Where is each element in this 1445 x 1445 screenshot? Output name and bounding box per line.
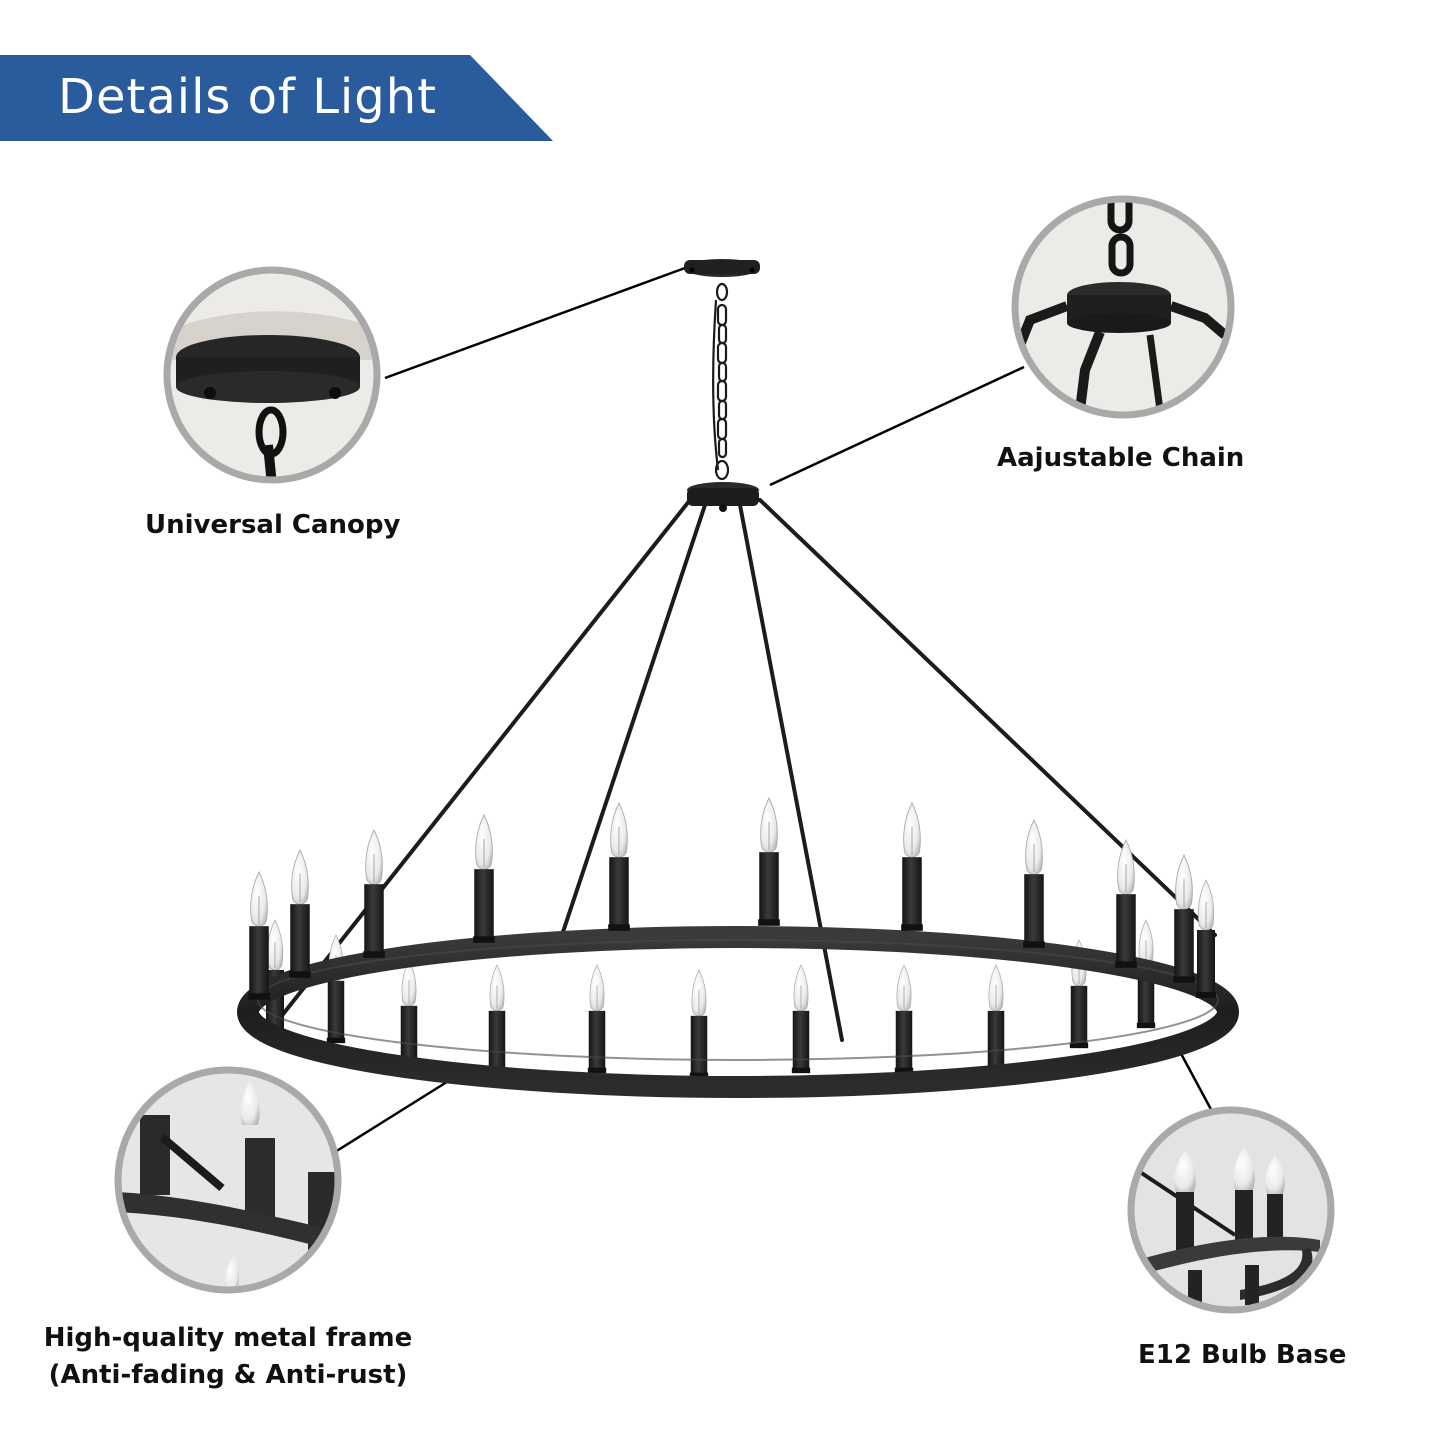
leader-line-chain — [769, 365, 1025, 487]
callout-label-canopy: Universal Canopy — [145, 510, 401, 540]
callout-bulb-image — [1127, 1106, 1335, 1314]
chandelier — [237, 259, 1239, 1098]
leader-line-frame — [334, 1073, 459, 1154]
title-banner — [0, 55, 553, 141]
banner-shape — [0, 55, 553, 141]
callout-frame-image — [114, 1066, 342, 1294]
callout-canopy-image — [163, 266, 381, 484]
callout-label-frame-line1: High-quality metal frame — [43, 1323, 413, 1353]
page-title: Details of Light — [58, 69, 437, 125]
callout-label-frame: High-quality metal frame (Anti-fading & … — [40, 1320, 416, 1394]
callout-label-chain: Aajustable Chain — [997, 443, 1245, 473]
leader-line-bulb — [1176, 1047, 1216, 1116]
chain — [712, 282, 730, 481]
callout-label-frame-line2: (Anti-fading & Anti-rust) — [48, 1360, 408, 1390]
leader-lines — [334, 266, 1216, 1154]
callout-label-bulb: E12 Bulb Base — [1138, 1340, 1347, 1370]
leader-line-canopy — [384, 266, 686, 380]
metal-ring — [237, 926, 1239, 1098]
callout-chain-image — [1011, 195, 1235, 419]
